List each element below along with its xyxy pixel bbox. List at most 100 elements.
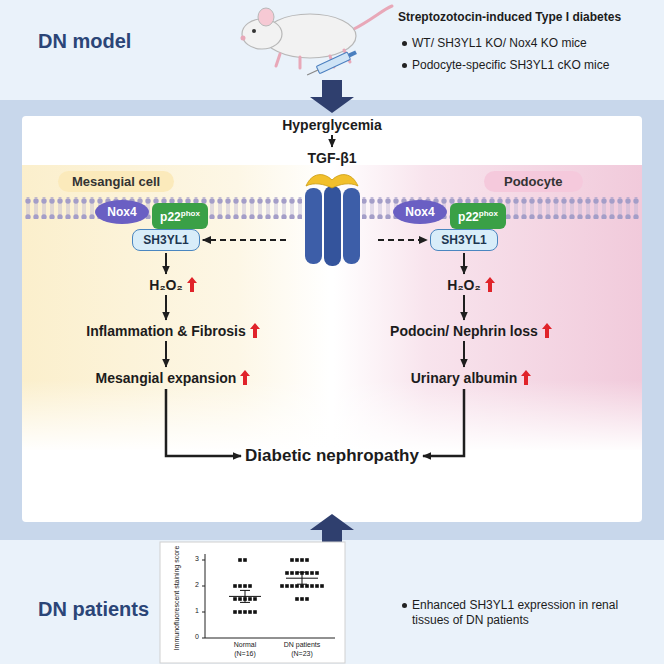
data-point <box>253 597 257 601</box>
bullet-text: WT/ SH3YL1 KO/ Nox4 KO mice <box>412 36 587 50</box>
block-arrow <box>310 80 354 113</box>
data-point <box>233 610 237 614</box>
process-text: Inflammation & Fibrosis <box>86 323 245 339</box>
receptor <box>305 188 322 264</box>
tick-label: 1 <box>188 607 199 614</box>
bullet <box>402 63 407 68</box>
block-arrow <box>310 514 354 545</box>
arrow <box>165 295 167 320</box>
data-point <box>248 597 252 601</box>
dashed-arrow <box>203 239 286 241</box>
process-text: Mesangial expansion <box>96 370 237 386</box>
node-text: Inflammation & Fibrosis <box>86 323 245 339</box>
cell-label: Mesangial cell <box>58 171 174 192</box>
tick-label: 0 <box>188 633 199 640</box>
patients-band: DN patients Enhanced SH3YL1 expression in… <box>0 540 664 664</box>
white-panel <box>22 116 642 522</box>
data-point <box>238 558 242 562</box>
arrow <box>463 341 465 367</box>
node-text: Nox4 <box>405 205 434 219</box>
mean-bar <box>229 590 261 602</box>
data-point <box>253 610 257 614</box>
data-point <box>280 584 284 588</box>
chart-axes <box>202 554 335 638</box>
cell-label: Podocyte <box>484 171 583 192</box>
process-text: H₂O₂ <box>149 277 182 293</box>
stimulus-label: Hyperglycemia <box>282 117 382 133</box>
data-point <box>305 558 309 562</box>
category-label: (N=16) <box>234 650 256 657</box>
data-point <box>243 610 247 614</box>
enzyme-ellipse: Nox4 <box>95 200 148 224</box>
data-point <box>295 597 299 601</box>
bullet <box>402 603 407 608</box>
arrow <box>463 253 465 274</box>
data-point <box>248 584 252 588</box>
data-point <box>290 571 294 575</box>
data-point <box>248 610 252 614</box>
ligand <box>306 175 358 188</box>
process-text: Urinary albumin <box>411 370 518 386</box>
study-band: DN model Streptozotocin-induced Type I di… <box>0 0 664 100</box>
data-point <box>243 584 247 588</box>
data-point <box>290 558 294 562</box>
category-label: (N=23) <box>291 650 313 657</box>
data-point <box>295 558 299 562</box>
bullet <box>402 41 407 46</box>
data-point <box>233 584 237 588</box>
node-text: Podocin/ Nephrin loss <box>390 323 538 339</box>
arrow <box>423 389 464 456</box>
frame-band <box>0 100 664 540</box>
category-label: DN patients <box>284 641 321 648</box>
subunit-box: p22phox <box>152 203 208 229</box>
increase-arrow <box>250 323 260 338</box>
data-point <box>310 571 314 575</box>
node-text: Diabetic nephropathy <box>245 446 419 466</box>
dashed-arrow <box>378 239 427 241</box>
data-point <box>238 597 242 601</box>
arrow <box>463 295 465 320</box>
subunit-box: p22phox <box>450 203 506 229</box>
cell-region: Mesangial cellNox4 p22phoxSH3YL1H₂O₂ Infla… <box>22 165 330 435</box>
data-point <box>285 584 289 588</box>
node-text: H₂O₂ <box>447 277 480 293</box>
data-point <box>300 558 304 562</box>
arrow <box>165 341 167 367</box>
chart-panel <box>160 542 345 663</box>
model-heading: Streptozotocin-induced Type I diabetes <box>398 10 621 24</box>
receptor-node: TGF-β1 <box>288 150 376 268</box>
tick-label: 2 <box>188 581 199 588</box>
superscript: phox <box>181 209 200 218</box>
category-label: Normal <box>234 641 257 648</box>
band-title: DN model <box>38 30 131 53</box>
scatter-points <box>229 558 324 614</box>
bullet-text: Podocyte-specific SH3YL1 cKO mice <box>412 58 609 72</box>
arrow <box>166 389 241 456</box>
increase-arrow <box>521 370 531 385</box>
node-text: Mesangial expansion <box>96 370 237 386</box>
bottom-band <box>0 540 664 664</box>
bullet-text: Enhanced SH3YL1 expression in renal tiss… <box>412 598 627 628</box>
node-text: p22 <box>458 210 479 224</box>
axis-title: Immunofluorescent staining score <box>173 546 180 651</box>
node-text: SH3YL1 <box>143 233 188 247</box>
node-text: Nox4 <box>107 205 136 219</box>
node-text: p22 <box>160 210 181 224</box>
protein-box: SH3YL1 <box>132 229 199 251</box>
data-point <box>295 584 299 588</box>
superscript: phox <box>479 209 498 218</box>
data-point <box>290 584 294 588</box>
process-text: H₂O₂ <box>447 277 480 293</box>
increase-arrow <box>542 323 552 338</box>
arrow <box>331 135 333 147</box>
receptor <box>324 186 341 266</box>
mean-bar <box>286 572 318 584</box>
band-title: DN patients <box>38 598 149 621</box>
increase-arrow <box>485 277 495 292</box>
data-point <box>238 610 242 614</box>
cell-region: PodocyteNox4p22phoxSH3YL1H₂O₂Podocin/ Ne… <box>334 165 642 435</box>
mouse-illustration <box>241 6 393 79</box>
data-point <box>305 597 309 601</box>
data-point <box>285 571 289 575</box>
node-text: H₂O₂ <box>149 277 182 293</box>
